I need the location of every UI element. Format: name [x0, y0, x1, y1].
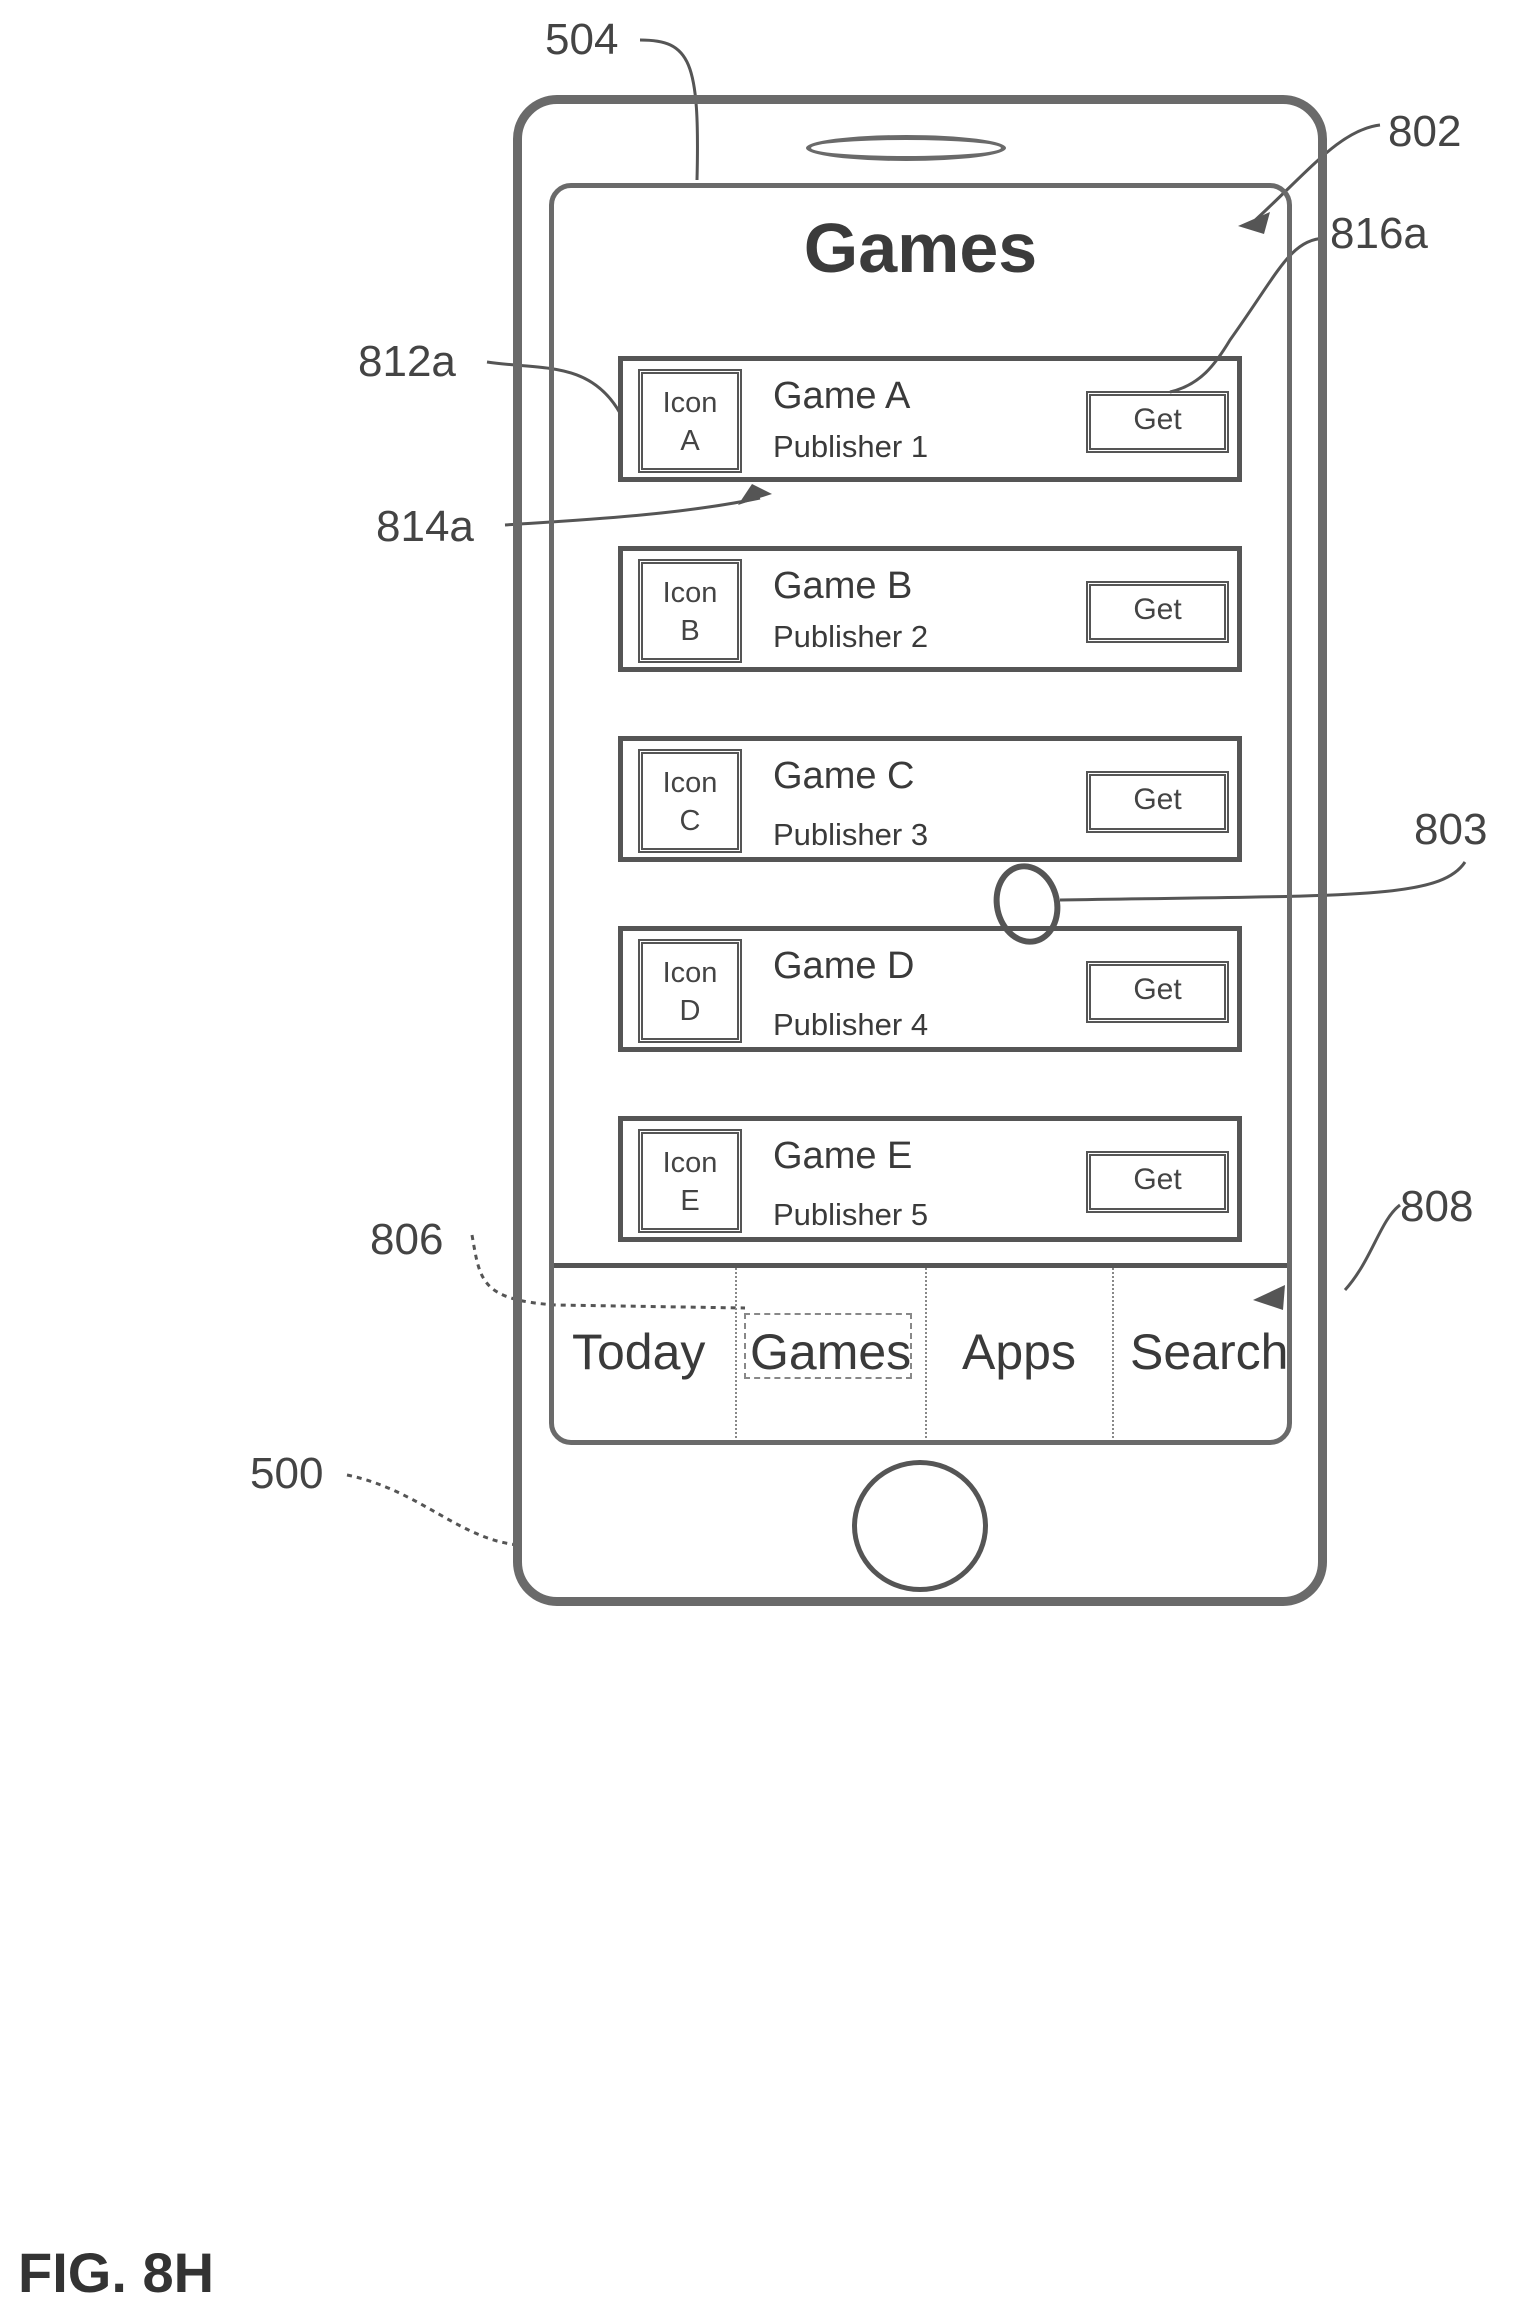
device-screen: Games IconA Game A Publisher 1 Get IconB…: [549, 183, 1292, 1445]
app-publisher: Publisher 2: [773, 619, 928, 655]
tab-games[interactable]: Games: [750, 1323, 911, 1381]
ref-504: 504: [545, 18, 618, 62]
ref-803: 803: [1414, 808, 1487, 852]
app-icon: IconD: [638, 939, 742, 1043]
list-item[interactable]: IconC Game C Publisher 3 Get: [618, 736, 1242, 862]
leader-500: [347, 1475, 519, 1545]
app-name: Game C: [773, 755, 914, 798]
app-name: Game E: [773, 1135, 912, 1178]
page-title: Games: [554, 208, 1287, 288]
app-name: Game A: [773, 375, 910, 418]
get-button[interactable]: Get: [1086, 771, 1229, 833]
app-icon: IconA: [638, 369, 742, 473]
app-icon: IconB: [638, 559, 742, 663]
tab-separator: [735, 1268, 737, 1445]
ref-808: 808: [1400, 1185, 1473, 1229]
speaker-grille: [806, 135, 1006, 161]
tab-bar: Today Games Apps Search: [554, 1263, 1287, 1445]
ref-806: 806: [370, 1218, 443, 1262]
ref-500: 500: [250, 1452, 323, 1496]
get-button[interactable]: Get: [1086, 961, 1229, 1023]
app-publisher: Publisher 4: [773, 1007, 928, 1043]
app-publisher: Publisher 1: [773, 429, 928, 465]
get-button[interactable]: Get: [1086, 1151, 1229, 1213]
app-icon: IconE: [638, 1129, 742, 1233]
app-name: Game D: [773, 945, 914, 988]
app-name: Game B: [773, 565, 912, 608]
app-publisher: Publisher 5: [773, 1197, 928, 1233]
ref-814a: 814a: [376, 505, 474, 549]
list-item[interactable]: IconB Game B Publisher 2 Get: [618, 546, 1242, 672]
tab-today[interactable]: Today: [572, 1323, 705, 1381]
app-publisher: Publisher 3: [773, 817, 928, 853]
app-icon: IconC: [638, 749, 742, 853]
home-button[interactable]: [852, 1460, 988, 1592]
list-item[interactable]: IconA Game A Publisher 1 Get: [618, 356, 1242, 482]
ref-802: 802: [1388, 110, 1461, 154]
tab-search[interactable]: Search: [1130, 1323, 1288, 1381]
tab-apps[interactable]: Apps: [962, 1323, 1076, 1381]
leader-808: [1345, 1205, 1400, 1290]
get-button[interactable]: Get: [1086, 391, 1229, 453]
ref-812a: 812a: [358, 340, 456, 384]
get-button[interactable]: Get: [1086, 581, 1229, 643]
tab-separator: [925, 1268, 927, 1445]
tab-separator: [1112, 1268, 1114, 1445]
list-item[interactable]: IconD Game D Publisher 4 Get: [618, 926, 1242, 1052]
list-item[interactable]: IconE Game E Publisher 5 Get: [618, 1116, 1242, 1242]
figure-label: FIG. 8H: [18, 2240, 214, 2305]
ref-816a: 816a: [1330, 212, 1428, 256]
